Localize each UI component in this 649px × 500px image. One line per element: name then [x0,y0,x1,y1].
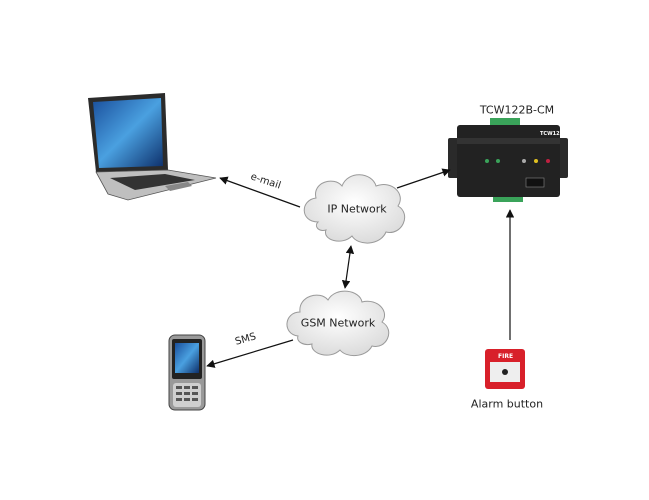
ip-network-label: IP Network [327,202,387,216]
tcw122b-cm-device-icon: TCW122B [448,118,568,202]
device-label: TCW122B-CM [479,103,555,117]
laptop-icon [88,93,217,201]
fire-text: FIRE [498,353,513,360]
arrow-ip-gsm-bidirectional [341,245,355,289]
mobile-phone-icon [168,334,206,411]
alarm-button-label: Alarm button [470,397,544,411]
arrow-ip-to-device [396,168,451,189]
gsm-network-cloud-icon [286,290,390,356]
arrow-ip-to-laptop [219,176,301,208]
ip-network-cloud-icon [303,174,406,244]
device-badge: TCW122B [540,131,567,137]
gsm-network-label: GSM Network [300,316,376,330]
fire-alarm-button-icon: FIRE [485,349,525,389]
arrow-gsm-to-phone [206,339,294,368]
